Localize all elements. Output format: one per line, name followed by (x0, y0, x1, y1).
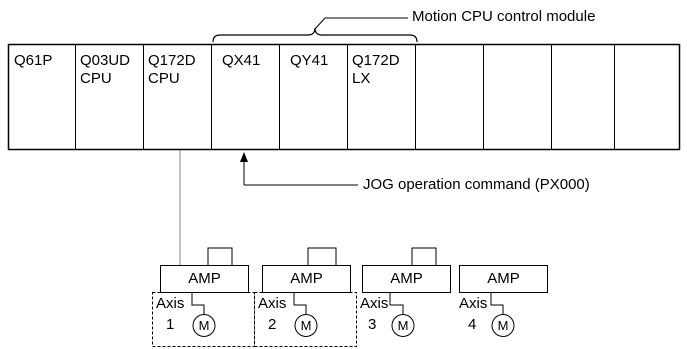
motor-lead-4 (490, 292, 504, 314)
axis-1-label: Axis (156, 295, 185, 312)
motor-lead-3 (389, 292, 404, 314)
motor-3-label: M (397, 318, 409, 333)
amp-1-label: AMP (188, 270, 221, 287)
axis-3-label: Axis (360, 295, 389, 312)
amp-box-3 (362, 265, 451, 293)
amp-box-2 (262, 265, 351, 293)
chain-link-1-2 (207, 247, 233, 265)
axis-2-label: Axis (258, 295, 287, 312)
slot-6-label: Q172D LX (352, 52, 400, 87)
slot-5-label: QY41 (290, 52, 329, 69)
amp-4-label: AMP (487, 270, 520, 287)
motor-1-label: M (198, 318, 210, 333)
slot-1-label: Q61P (14, 52, 53, 69)
chain-link-2-3 (307, 247, 337, 265)
amp-3-label: AMP (390, 270, 423, 287)
axis-3-number: 3 (368, 316, 377, 333)
axis-2-number: 2 (268, 316, 277, 333)
motor-1 (192, 314, 216, 337)
axis-4-label: Axis (459, 295, 488, 312)
axis-group-1 (152, 292, 255, 347)
jog-arrow-head (240, 152, 248, 162)
axis-group-2 (254, 292, 357, 347)
motor-lead-1 (191, 292, 205, 314)
module-label-leader (314, 17, 408, 30)
slot-3-label: Q172D CPU (148, 52, 196, 87)
slot-dividers (75, 44, 615, 150)
chain-link-3-4 (411, 247, 437, 265)
amp-box-1 (160, 265, 249, 293)
motor-4 (491, 314, 515, 337)
module-label: Motion CPU control module (412, 8, 596, 25)
jog-label: JOG operation command (PX000) (363, 176, 590, 193)
module-brace (212, 27, 418, 43)
motor-2-label: M (300, 318, 312, 333)
axis-4-number: 4 (468, 316, 477, 333)
slot-2-label: Q03UD CPU (80, 52, 131, 87)
motor-4-label: M (497, 318, 509, 333)
slot-4-label: QX41 (222, 52, 261, 69)
module-rack (7, 43, 681, 151)
motor-2 (294, 314, 318, 337)
amp-2-label: AMP (290, 270, 323, 287)
motor-3 (391, 314, 415, 337)
axis-1-number: 1 (166, 316, 175, 333)
motor-lead-2 (293, 292, 307, 314)
amp-box-4 (459, 265, 548, 293)
